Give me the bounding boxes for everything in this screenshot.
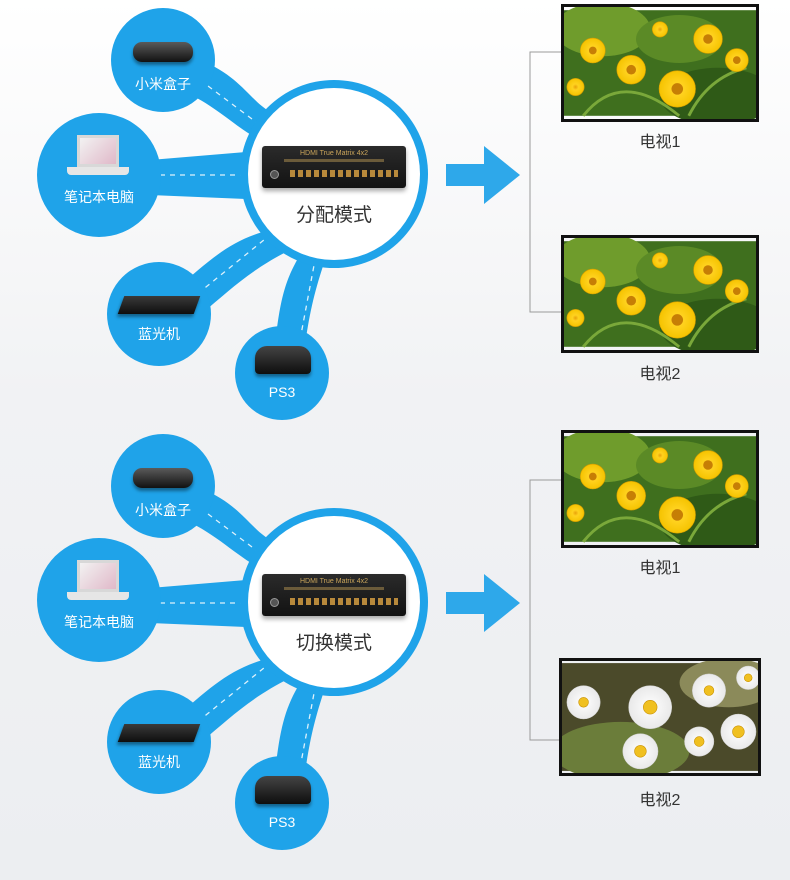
tv-label: 电视1 [639, 560, 681, 577]
bluray-player-icon [117, 296, 201, 314]
matrix-brand-text: HDMI True Matrix 4x2 [299, 150, 369, 157]
tv-picture-white-daisies [562, 661, 758, 773]
tv-picture-yellow-flowers [564, 7, 756, 119]
ps3-console-icon [255, 346, 311, 374]
mode-label: 切换模式 [295, 633, 372, 654]
tv-2 [561, 235, 759, 353]
matrix-brand-text: HDMI True Matrix 4x2 [299, 578, 369, 585]
tv-label: 电视2 [639, 366, 681, 383]
laptop-base [67, 167, 129, 175]
mi-box-icon [133, 42, 193, 62]
source-bluray: 蓝光机 [107, 690, 211, 794]
source-mi-box: 小米盒子 [111, 434, 215, 538]
source-laptop: 笔记本电脑 [37, 538, 161, 662]
source-label: 小米盒子 [135, 502, 191, 518]
right-arrow-icon [446, 574, 520, 632]
tv-1 [561, 4, 759, 122]
tv-label: 电视2 [639, 792, 681, 809]
ps3-console-icon [255, 776, 311, 804]
source-laptop: 笔记本电脑 [37, 113, 161, 237]
power-jack-icon [270, 598, 279, 607]
source-label: 小米盒子 [135, 76, 191, 92]
source-ps3: PS3 [235, 326, 329, 420]
source-label: 笔记本电脑 [64, 189, 134, 205]
hdmi-ports [290, 170, 398, 177]
mode-label: 分配模式 [295, 205, 372, 226]
matrix-strip [284, 587, 384, 590]
power-jack-icon [270, 170, 279, 179]
hdmi-ports [290, 598, 398, 605]
source-label: PS3 [268, 814, 296, 830]
source-label: 蓝光机 [138, 326, 180, 342]
laptop-icon [77, 560, 119, 592]
hdmi-matrix-switch: HDMI True Matrix 4x2 [262, 574, 406, 616]
right-arrow-icon [446, 146, 520, 204]
source-mi-box: 小米盒子 [111, 8, 215, 112]
source-label: 笔记本电脑 [64, 614, 134, 630]
tv-picture-yellow-flowers [564, 238, 756, 350]
matrix-hub: HDMI True Matrix 4x2 分配模式 [248, 88, 420, 260]
distribution-mode-section: 小米盒子 笔记本电脑 蓝光机 PS3 HDMI True Matrix 4x2 … [37, 4, 759, 420]
matrix-strip [284, 159, 384, 162]
source-label: 蓝光机 [138, 754, 180, 770]
matrix-hub: HDMI True Matrix 4x2 切换模式 [248, 516, 420, 688]
bluray-player-icon [117, 724, 201, 742]
source-bluray: 蓝光机 [107, 262, 211, 366]
hdmi-matrix-switch: HDMI True Matrix 4x2 [262, 146, 406, 188]
mi-box-icon [133, 468, 193, 488]
tv-picture-yellow-flowers [564, 433, 756, 545]
tv-1 [561, 430, 759, 548]
switch-mode-section: 小米盒子 笔记本电脑 蓝光机 PS3 HDMI True Matrix 4x2 … [0, 428, 790, 868]
tv-2 [559, 658, 761, 776]
source-ps3: PS3 [235, 756, 329, 850]
tv-label: 电视1 [639, 134, 681, 151]
laptop-base [67, 592, 129, 600]
source-label: PS3 [268, 384, 296, 400]
laptop-icon [77, 135, 119, 167]
